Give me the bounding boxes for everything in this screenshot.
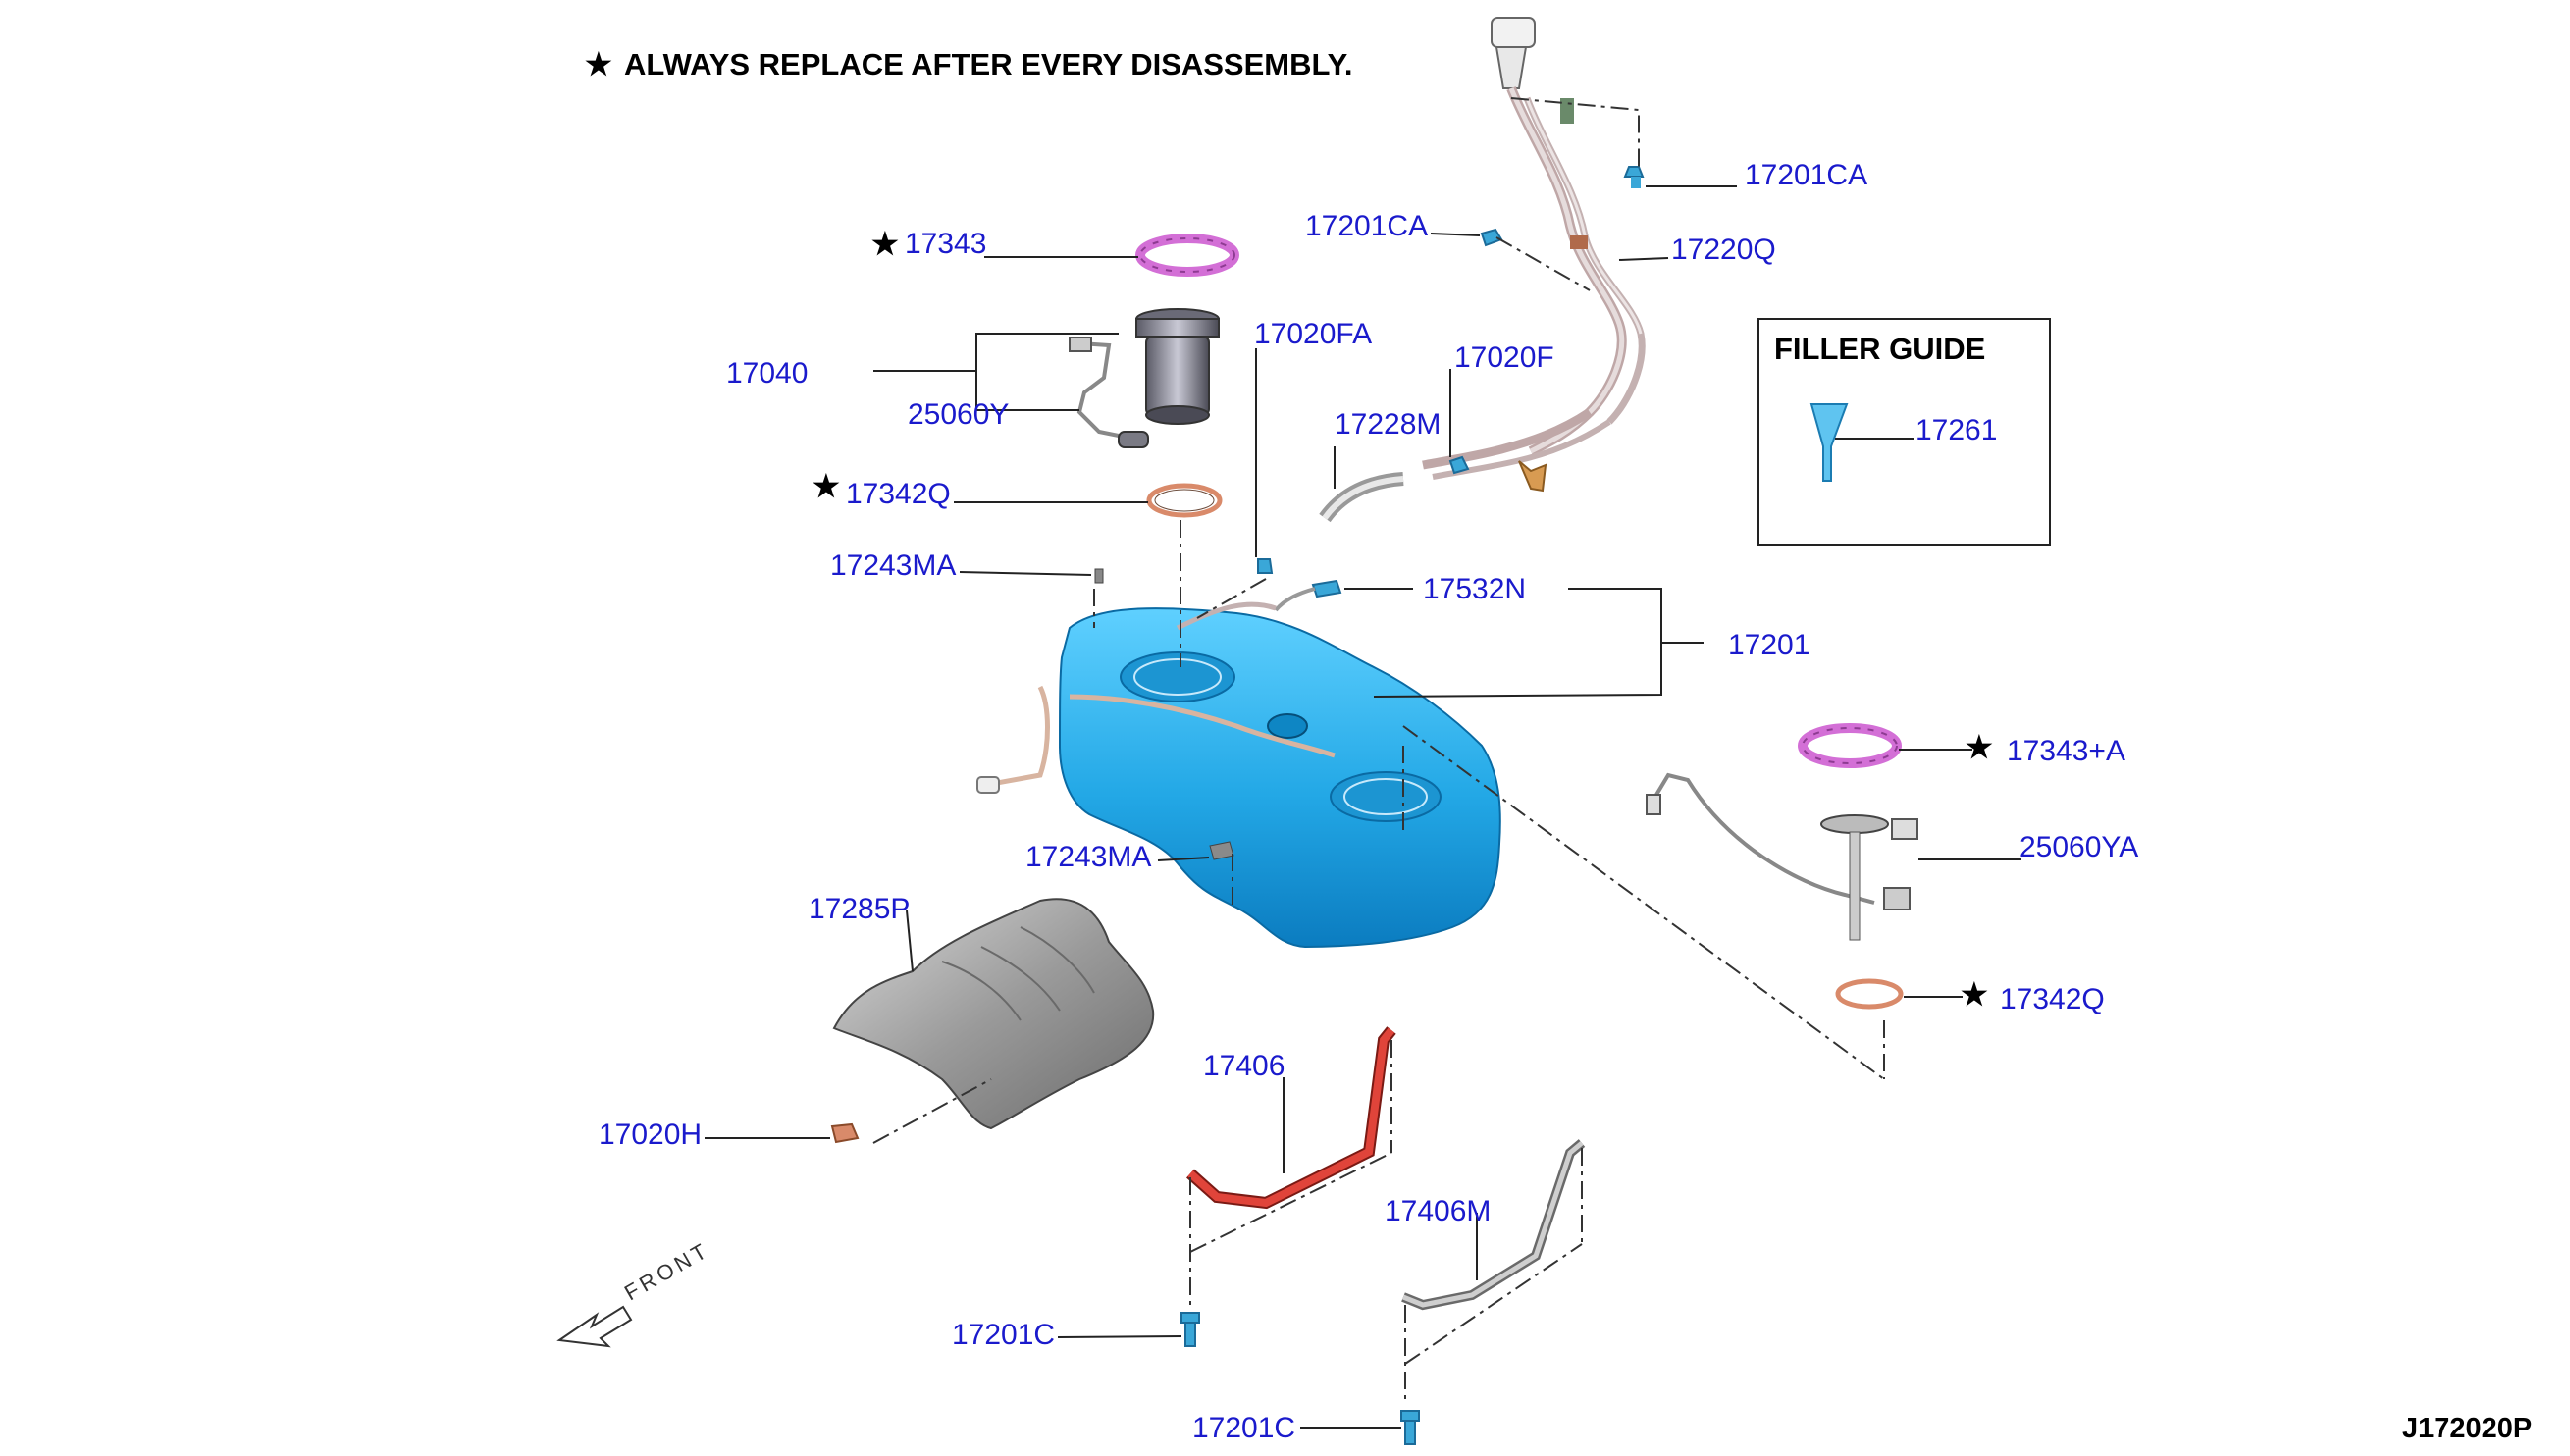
filler-tube-17201CA-assembly [1422,17,1646,493]
filler-guide-title: FILLER GUIDE [1774,332,1985,366]
part-labels: 17201CA 17201CA 17220Q 17343 17040 25060… [599,159,2138,1444]
clip-17201CA-top [1623,166,1645,188]
note-star-icon: ★ [585,47,612,81]
replace-marker-stars: ★ ★ ★ ★ [813,227,1993,1012]
clip-17243MA-top [1094,568,1104,584]
lock-ring-17343A [1798,723,1902,768]
part-17285P: 17285P [809,893,910,925]
star-icon-17343A: ★ [1966,730,1993,764]
clip-17020F [1448,455,1470,475]
part-17020H: 17020H [599,1118,702,1151]
part-25060YA: 25060YA [2019,831,2138,863]
part-17343: 17343 [905,228,986,260]
assembly-centerlines [872,97,1885,1403]
connector-17532N [1274,579,1342,612]
front-label: FRONT [620,1237,713,1306]
clip-17020FA [1257,558,1274,574]
part-17020FA: 17020FA [1254,318,1372,350]
replace-note: ★ ALWAYS REPLACE AFTER EVERY DISASSEMBLY… [585,47,1352,81]
part-25060Y: 25060Y [908,398,1009,431]
bolt-17201C-left [1180,1312,1200,1347]
part-17406: 17406 [1203,1050,1285,1082]
leader-lines [705,185,2021,1429]
part-17201C-bottom: 17201C [1192,1412,1295,1444]
tank-strap-17406 [1186,1026,1396,1210]
star-icon-17342Q-left: ★ [813,469,840,503]
note-text: ALWAYS REPLACE AFTER EVERY DISASSEMBLY. [624,47,1352,81]
lock-ring-17343 [1135,234,1239,277]
part-17261-label: 17261 [1915,414,1997,446]
star-icon-17343: ★ [871,227,899,261]
part-17201: 17201 [1728,629,1809,661]
star-icon-17342Q-right: ★ [1961,977,1988,1012]
hose-17228M [1319,472,1404,523]
front-arrow-icon [556,1305,633,1348]
fuel-tank-17201 [976,601,1501,949]
part-17020F: 17020F [1454,341,1554,374]
part-17532N: 17532N [1423,573,1526,605]
bolt-17201C-bottom [1400,1410,1420,1445]
part-17342Q-left: 17342Q [846,478,951,510]
filler-guide-box: FILLER GUIDE 17261 [1757,318,2051,546]
part-17342Q-right: 17342Q [2000,983,2105,1015]
part-17220Q: 17220Q [1671,234,1776,266]
part-17406M: 17406M [1385,1195,1491,1227]
part-17243MA-top: 17243MA [830,549,956,582]
diagram-code: J172020P [2402,1413,2532,1444]
part-17228M: 17228M [1335,408,1441,441]
part-17201C-left: 17201C [952,1319,1055,1351]
front-direction-indicator: FRONT [556,1237,713,1348]
part-17243MA-bottom: 17243MA [1025,841,1151,873]
part-17040: 17040 [726,357,808,390]
o-ring-17342Q-left [1146,483,1223,518]
tank-strap-17406M [1401,1139,1586,1311]
o-ring-17342Q-right [1835,978,1904,1010]
fuel-sender-25060YA [1646,772,1918,941]
part-17201CA-top: 17201CA [1745,159,1867,191]
part-17201CA-mid: 17201CA [1305,210,1428,242]
heat-shield-17285P [832,898,1155,1130]
fuel-pump-17040 [1069,308,1220,448]
clip-17020H [830,1122,860,1144]
part-17343A: 17343+A [2007,735,2125,767]
